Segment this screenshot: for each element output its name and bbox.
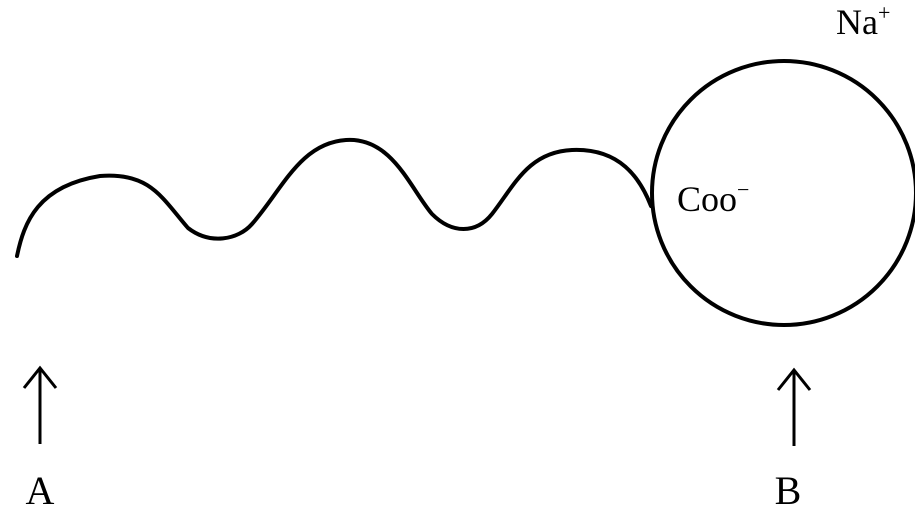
- carboxylate-charge: −: [737, 177, 749, 202]
- carboxylate-text: Coo: [677, 179, 737, 219]
- hydrocarbon-tail: [17, 140, 651, 256]
- arrow-a: [24, 368, 56, 444]
- carboxylate-label: Coo−: [677, 177, 749, 219]
- arrow-b: [778, 370, 810, 446]
- sodium-ion-label: Na+: [836, 0, 890, 42]
- marker-b-label: B: [775, 468, 802, 513]
- sodium-ion-text: Na: [836, 2, 878, 42]
- sodium-ion-charge: +: [878, 0, 890, 25]
- marker-a-label: A: [26, 468, 55, 513]
